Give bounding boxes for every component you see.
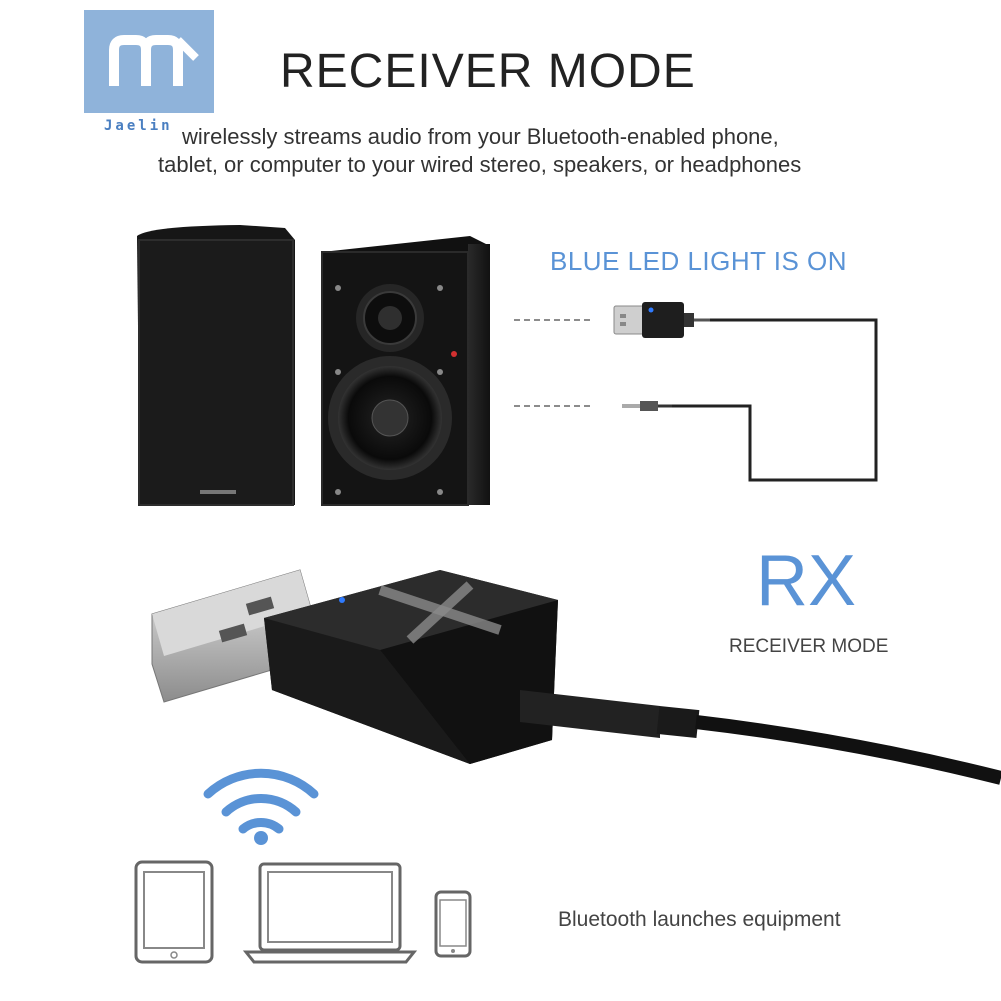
brand-logo <box>84 10 214 113</box>
mode-short-label: RX <box>756 541 857 621</box>
laptop-icon <box>242 862 418 964</box>
cable-diagram <box>672 318 878 482</box>
small-jack <box>622 401 672 411</box>
brand-logo-text: Jaelin <box>104 118 173 134</box>
usb-adapter <box>151 569 1001 785</box>
phone-icon <box>434 890 472 958</box>
speaker-left <box>137 225 295 506</box>
small-adapter <box>613 302 710 338</box>
speaker-right <box>321 236 490 506</box>
page-title: RECEIVER MODE <box>280 45 696 98</box>
devices-label: Bluetooth launches equipment <box>558 908 841 931</box>
led-status-label: BLUE LED LIGHT IS ON <box>550 246 848 276</box>
subtitle-line-1: wirelessly streams audio from your Bluet… <box>182 124 779 149</box>
tablet-icon <box>134 860 214 964</box>
mode-label: RECEIVER MODE <box>729 636 889 657</box>
brand-logo-mark-icon <box>109 35 199 86</box>
wifi-icon <box>203 768 319 845</box>
subtitle-line-2: tablet, or computer to your wired stereo… <box>158 152 802 177</box>
